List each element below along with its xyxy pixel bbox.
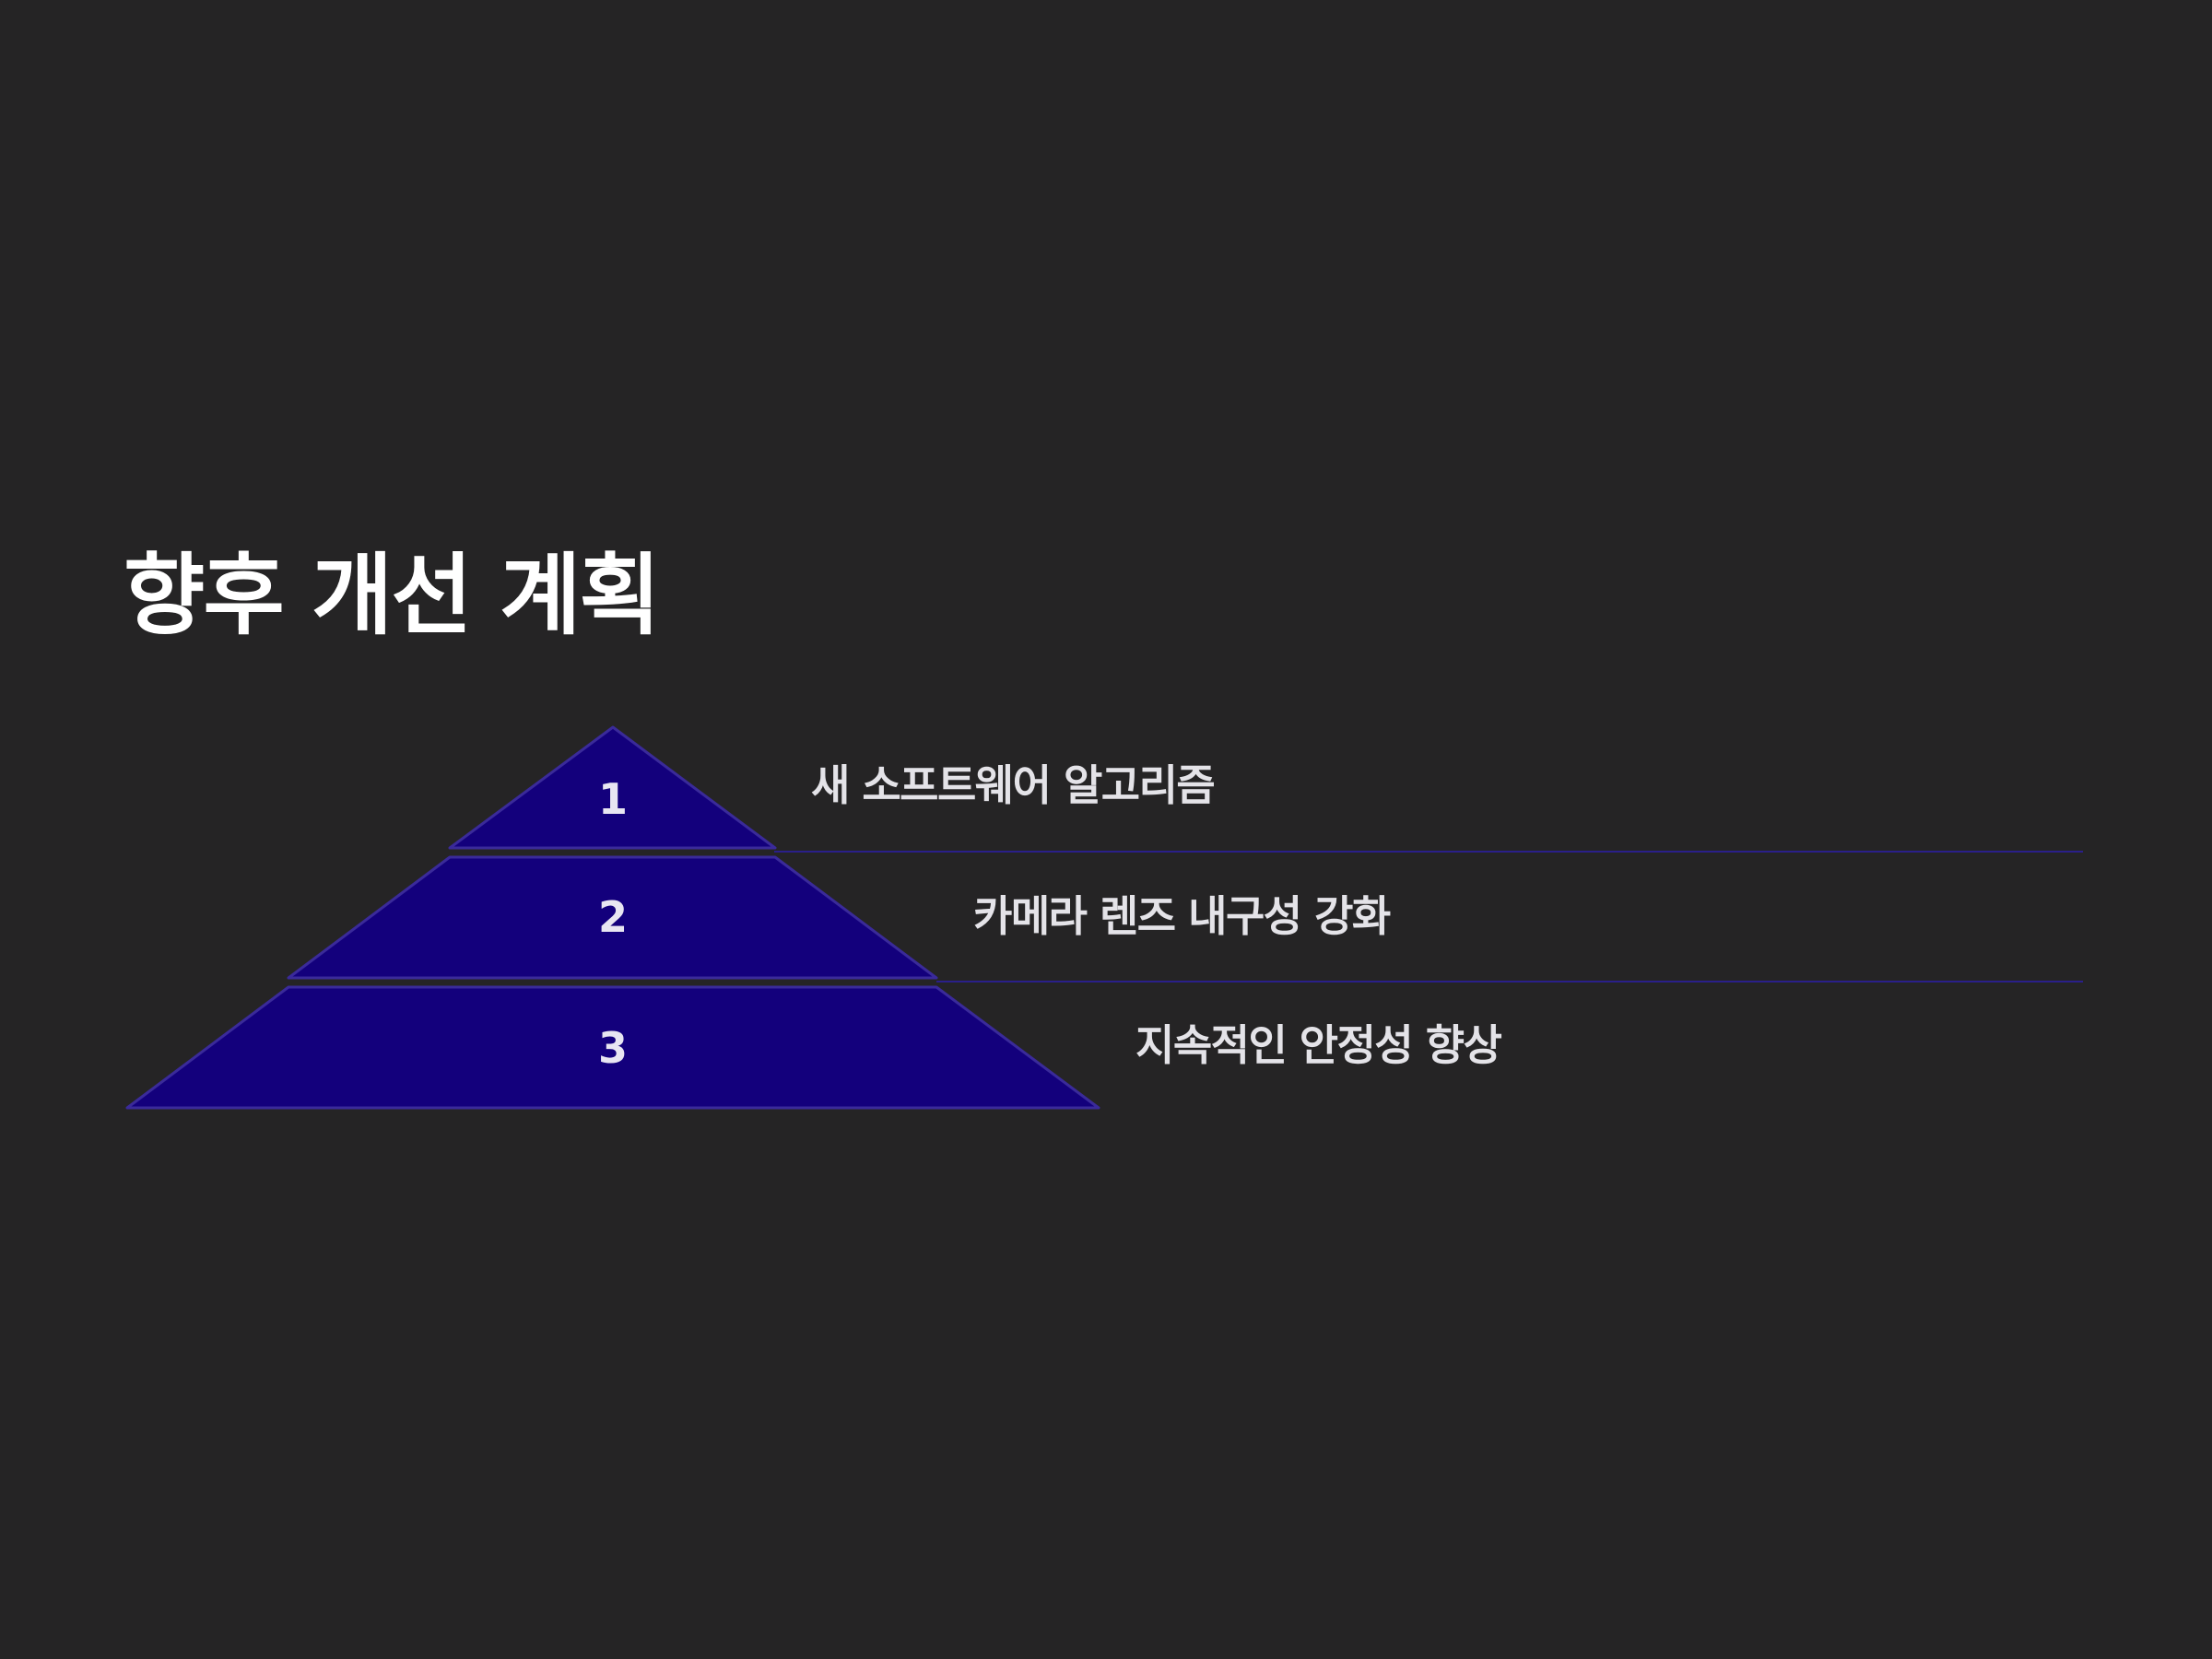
- tier-label-3: 지속적인 안정성 향상: [1135, 1020, 1502, 1070]
- pyramid-tier-1: [448, 725, 777, 850]
- tier-number-3: 3: [598, 1023, 628, 1073]
- tier-number-1: 1: [598, 774, 628, 824]
- tier-label-2: 카메라 렌즈 내구성 강화: [973, 891, 1391, 941]
- pyramid-tier-3: [125, 985, 1100, 1110]
- page-title: 향후 개선 계획: [124, 544, 661, 647]
- tier-number-2: 2: [598, 892, 628, 942]
- tier-label-1: 새 소프트웨어 알고리즘: [811, 760, 1216, 810]
- pyramid-tier-2: [287, 855, 938, 980]
